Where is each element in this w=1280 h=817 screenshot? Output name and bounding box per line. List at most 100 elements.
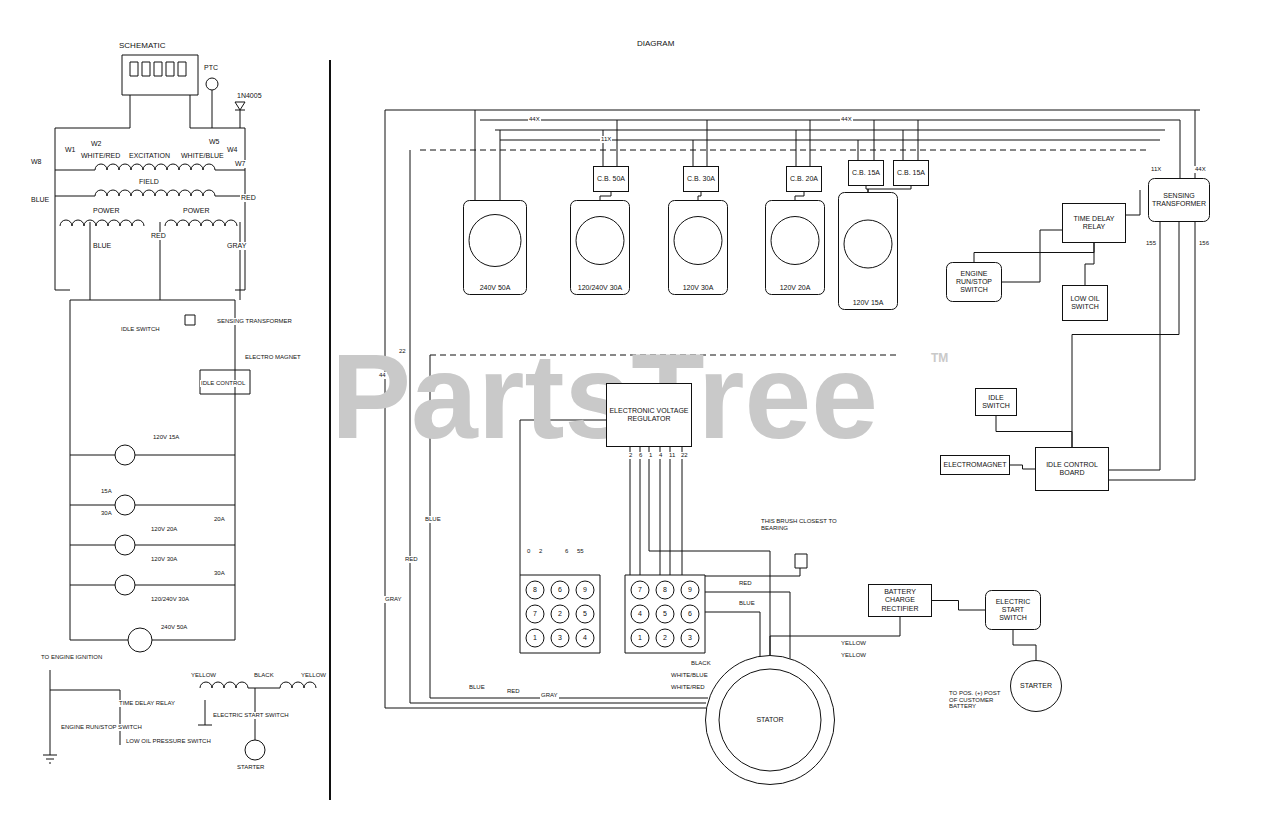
wire-label: POWER bbox=[92, 207, 120, 215]
wire-label: 44X bbox=[840, 116, 853, 123]
switch-box: ENGINE RUN/STOP SWITCH bbox=[946, 262, 1002, 302]
trademark-mark: TM bbox=[930, 352, 949, 365]
receptacle-symbol bbox=[115, 445, 135, 465]
node-shape bbox=[1036, 448, 1109, 491]
wire-label: PTC bbox=[203, 64, 219, 72]
plug-pin bbox=[631, 581, 649, 599]
wire-label: 22 bbox=[398, 348, 407, 355]
wire-label: BLUE bbox=[30, 196, 50, 204]
plug-pin bbox=[656, 629, 674, 647]
node-shape bbox=[1011, 661, 1062, 712]
diode-symbol bbox=[235, 102, 245, 110]
wire-label: WHITE/RED bbox=[670, 684, 706, 691]
pin-number: 2 bbox=[557, 610, 563, 618]
wire-label: 240V 50A bbox=[160, 624, 188, 631]
pin-number: 5 bbox=[582, 610, 588, 618]
plug-pin bbox=[681, 629, 699, 647]
wire-label: 11 bbox=[668, 452, 676, 459]
wire-label: 155 bbox=[1145, 240, 1157, 247]
wire-label: RED bbox=[738, 580, 753, 587]
node-shape bbox=[607, 384, 692, 447]
node-label: IDLE CONTROL BOARD bbox=[1038, 461, 1106, 477]
wire-label: 2 bbox=[538, 548, 543, 555]
wire-connector bbox=[996, 416, 1072, 447]
plug-pin bbox=[576, 629, 594, 647]
wire-label: SCHEMATIC bbox=[118, 42, 167, 51]
node-shape bbox=[839, 193, 898, 310]
wire-label: 120V 20A bbox=[150, 526, 178, 533]
wire-connector bbox=[649, 447, 770, 655]
wire-label: BLACK bbox=[690, 660, 712, 667]
wire-label: 30A bbox=[100, 510, 113, 517]
circuit-breaker: C.B. 30A bbox=[683, 166, 719, 192]
pin-number: 2 bbox=[662, 634, 668, 642]
wire-label: ENGINE RUN/STOP SWITCH bbox=[60, 724, 143, 731]
wire-label: W1 bbox=[64, 146, 77, 154]
plug-pin bbox=[526, 629, 544, 647]
control-board: IDLE CONTROL BOARD bbox=[1035, 447, 1109, 491]
voltage-regulator: ELECTRONIC VOLTAGE REGULATOR bbox=[606, 383, 692, 447]
wire-label: 20A bbox=[213, 516, 226, 523]
wire-label: THIS BRUSH CLOSEST TO BEARING bbox=[760, 518, 842, 531]
node-outline bbox=[570, 200, 630, 295]
wire-label: 120V 15A bbox=[152, 434, 180, 441]
wire-label: WHITE/BLUE bbox=[670, 672, 709, 679]
node-label: STATOR bbox=[756, 716, 783, 724]
receptacle-face bbox=[844, 220, 892, 268]
pin-number: 8 bbox=[532, 586, 538, 594]
wire-label: 120/240V 30A bbox=[150, 596, 190, 603]
wire-connector bbox=[1013, 630, 1036, 660]
wire-label: ELECTRIC START SWITCH bbox=[212, 712, 290, 719]
pin-number: 7 bbox=[532, 610, 538, 618]
node-shape bbox=[1149, 179, 1210, 222]
pin-number: 8 bbox=[662, 586, 668, 594]
wire-label: 2 bbox=[628, 452, 633, 459]
node-shape bbox=[684, 167, 719, 192]
node-label: ELECTRONIC VOLTAGE REGULATOR bbox=[609, 407, 689, 423]
switch-box: LOW OIL SWITCH bbox=[1062, 285, 1108, 321]
wire-label: W5 bbox=[208, 138, 221, 146]
plug-pin bbox=[526, 581, 544, 599]
plug-pin bbox=[576, 581, 594, 599]
wire-label: YELLOW bbox=[300, 672, 327, 679]
wire-label: LOW OIL PRESSURE SWITCH bbox=[125, 738, 212, 745]
node-shape bbox=[706, 656, 835, 785]
wire-label: YELLOW bbox=[190, 672, 217, 679]
wire-label: 4 bbox=[658, 452, 663, 459]
node-outline bbox=[765, 200, 825, 295]
stator-winding: STATOR bbox=[705, 655, 835, 785]
node-label: ENGINE RUN/STOP SWITCH bbox=[949, 270, 999, 294]
wire-label: 55 bbox=[576, 548, 585, 555]
wire-label: SENSING TRANSFORMER bbox=[216, 318, 293, 325]
plug-pin bbox=[631, 629, 649, 647]
pin-number: 4 bbox=[637, 610, 643, 618]
start-switch: ELECTRIC START SWITCH bbox=[985, 590, 1041, 630]
wire-label: 44 bbox=[378, 372, 387, 379]
circuit-breaker: C.B. 15A bbox=[848, 160, 884, 186]
wire-label: 0 bbox=[526, 548, 531, 555]
wire-label: BLUE bbox=[424, 516, 442, 523]
circuit-breaker: C.B. 50A bbox=[593, 166, 629, 192]
node-label: C.B. 15A bbox=[897, 169, 925, 177]
relay-box: TIME DELAY RELAY bbox=[1062, 203, 1126, 243]
node-outline bbox=[463, 200, 527, 295]
wire-connector bbox=[1085, 243, 1094, 285]
wire-label: ELECTRO MAGNET bbox=[244, 354, 302, 361]
wire-connector bbox=[1072, 222, 1179, 447]
pin-number: 6 bbox=[687, 610, 693, 618]
node-shape bbox=[766, 201, 825, 295]
wire-label: 22 bbox=[680, 452, 689, 459]
plug-pin bbox=[681, 581, 699, 599]
receptacle-face bbox=[674, 217, 722, 265]
neutral-wire bbox=[420, 150, 1150, 355]
receptacle-face bbox=[771, 217, 819, 265]
wire-label: FIELD bbox=[138, 178, 160, 186]
stator-ring bbox=[719, 669, 821, 771]
pin-number: 3 bbox=[687, 634, 693, 642]
watermark: PartsTree bbox=[330, 330, 879, 462]
node-label: 120/240V 30A bbox=[578, 284, 622, 292]
plug-pin bbox=[631, 605, 649, 623]
pin-number: 5 bbox=[662, 610, 668, 618]
node-shape bbox=[571, 201, 630, 295]
wire-connector bbox=[932, 601, 985, 611]
